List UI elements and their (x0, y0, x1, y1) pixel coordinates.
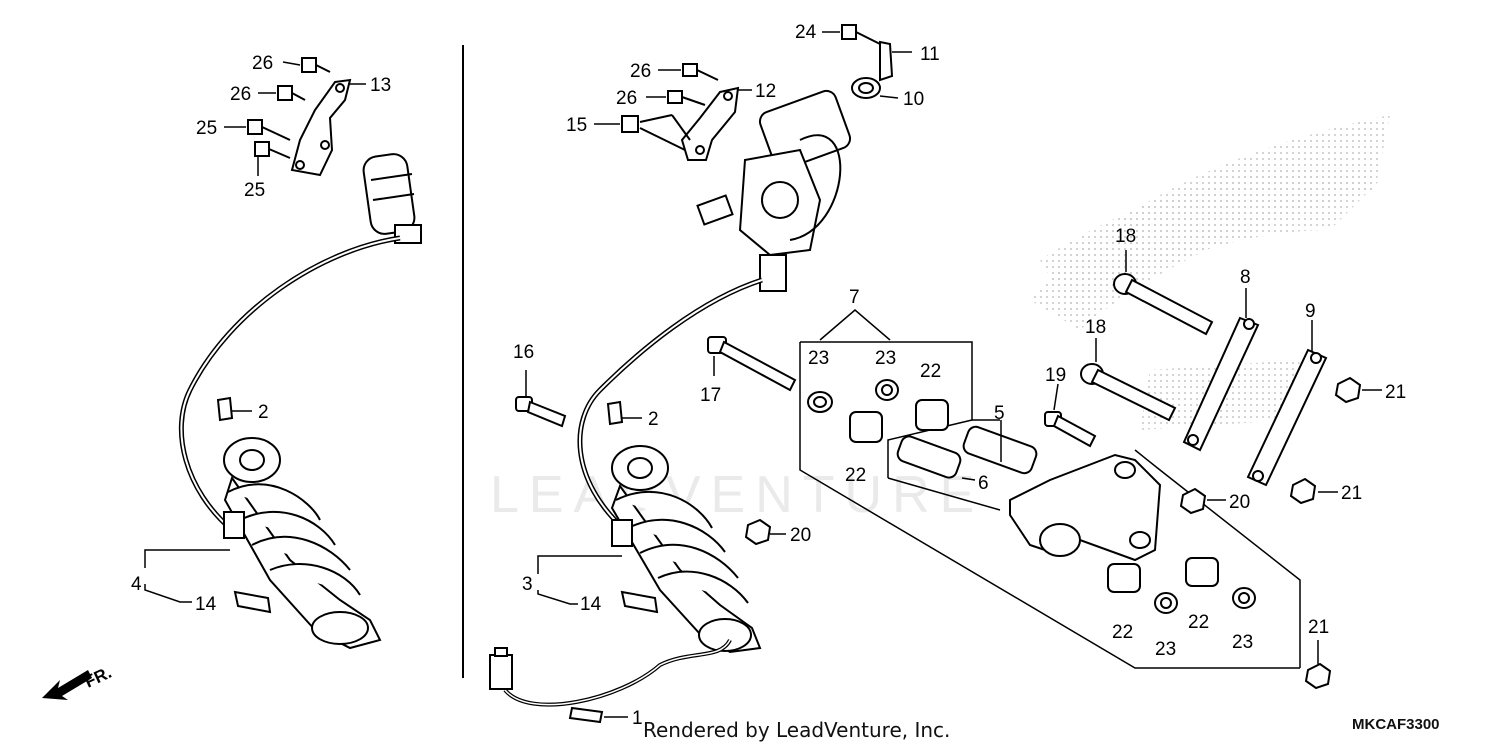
callout-26: 26 (252, 53, 273, 74)
callout-21: 21 (1385, 382, 1406, 403)
callout-19: 19 (1045, 365, 1066, 386)
callout-25: 25 (196, 118, 217, 139)
callout-8: 8 (1240, 267, 1251, 288)
callout-9: 9 (1305, 301, 1316, 322)
callout-5: 5 (994, 403, 1005, 424)
watermark-text: LEADVENTURE (490, 466, 984, 524)
bolt-16 (515, 396, 567, 428)
bolt-17 (707, 336, 797, 392)
left-sticker (233, 590, 272, 614)
callout-4: 4 (131, 574, 142, 595)
callout-14: 14 (580, 594, 602, 615)
link-9 (1246, 348, 1328, 487)
callout-13: 13 (370, 75, 391, 96)
callout-1: 1 (632, 708, 643, 729)
credit-text: Rendered by LeadVenture, Inc. (643, 718, 951, 742)
callout-18: 18 (1115, 226, 1136, 247)
bolt-18-lower (1080, 363, 1177, 422)
callout-21: 21 (1341, 483, 1362, 504)
callout-20: 20 (790, 525, 811, 546)
bushing-set-outline (799, 309, 1301, 669)
nuts (1179, 376, 1362, 690)
callout-11: 11 (920, 44, 940, 65)
callout-22: 22 (920, 361, 941, 382)
link-8 (1182, 316, 1260, 452)
callout-23: 23 (1155, 639, 1176, 660)
callout-10: 10 (903, 89, 924, 110)
callout-26: 26 (230, 84, 251, 105)
lower-bushings (1107, 557, 1256, 614)
callout-labels: 24 11 26 13 26 25 25 26 12 26 10 15 2 2 … (131, 22, 1406, 729)
callout-20: 20 (1229, 492, 1250, 513)
cushion-arm (1009, 453, 1162, 562)
center-bolts (621, 63, 719, 133)
bushings (807, 379, 1038, 479)
center-sticker (620, 590, 659, 614)
callout-6: 6 (978, 473, 989, 494)
diagram-code: MKCAF3300 (1352, 716, 1440, 733)
front-indicator: FR. (82, 663, 115, 692)
front-arrow-icon: FR. (42, 663, 115, 700)
center-bracket (639, 86, 740, 161)
center-wire (503, 638, 732, 707)
callout-22: 22 (1112, 622, 1133, 643)
callout-22: 22 (845, 465, 866, 486)
left-reservoir (362, 153, 422, 244)
nut-20a (744, 518, 772, 546)
callout-3: 3 (522, 574, 533, 595)
callout-12: 12 (755, 81, 776, 102)
callout-2: 2 (648, 409, 659, 430)
leader-lines (144, 31, 1382, 718)
left-clip (216, 396, 234, 422)
left-bolts (247, 57, 331, 159)
center-small-parts (841, 24, 894, 99)
left-shock-absorber (223, 437, 382, 650)
callout-14: 14 (195, 594, 217, 615)
center-adjuster-unit (696, 89, 852, 292)
callout-25: 25 (244, 180, 265, 201)
callout-23: 23 (808, 348, 829, 369)
callout-15: 15 (566, 115, 587, 136)
callout-7: 7 (849, 287, 860, 308)
callout-24: 24 (795, 22, 817, 43)
callout-16: 16 (513, 342, 534, 363)
callout-26: 26 (616, 88, 637, 109)
callout-2: 2 (258, 402, 269, 423)
center-clip (606, 400, 624, 426)
callout-21: 21 (1308, 617, 1329, 638)
clamp-1 (568, 706, 604, 724)
bolt-19 (1044, 411, 1097, 448)
callout-22: 22 (1188, 612, 1209, 633)
connector (489, 647, 513, 690)
left-bracket (290, 78, 352, 177)
callout-17: 17 (700, 385, 721, 406)
bolt-18-upper (1113, 273, 1214, 336)
callout-23: 23 (875, 348, 896, 369)
callout-18: 18 (1085, 317, 1106, 338)
callout-23: 23 (1232, 632, 1253, 653)
callout-26: 26 (630, 61, 651, 82)
center-shock-absorber (610, 445, 762, 654)
